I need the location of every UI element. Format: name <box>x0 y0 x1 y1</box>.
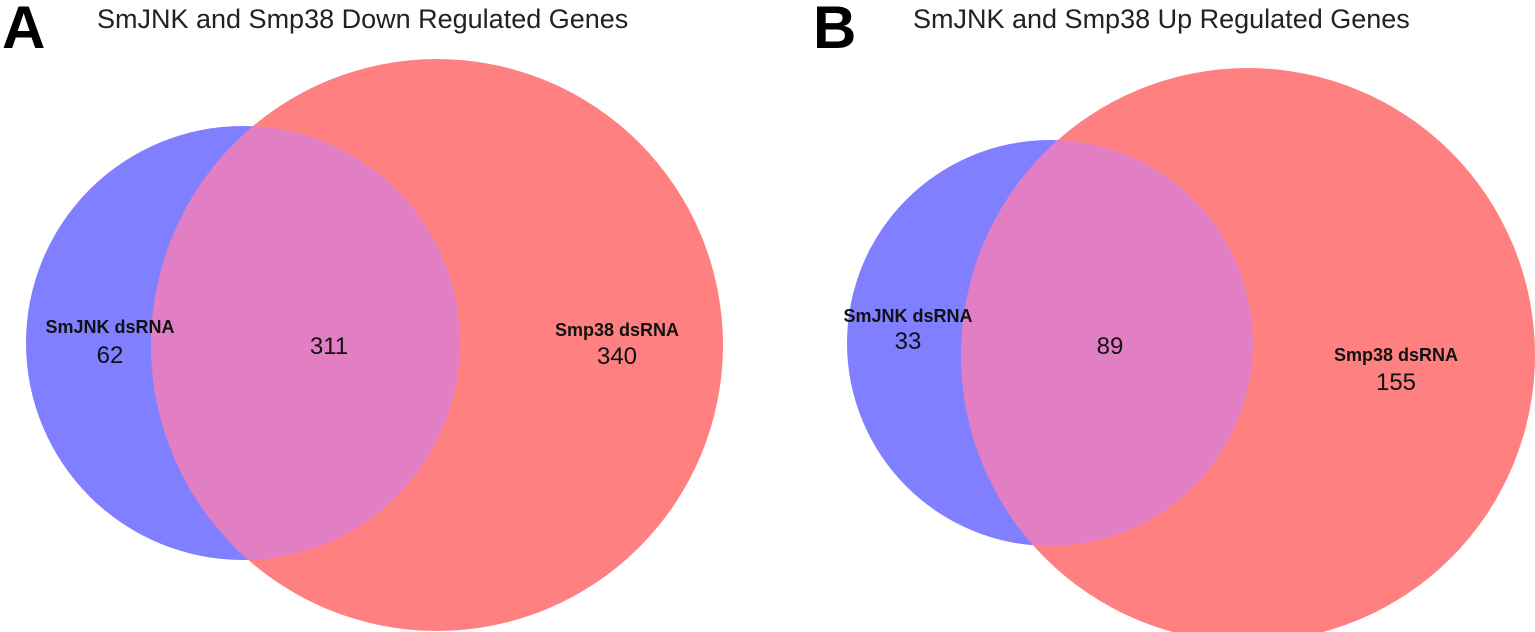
smp38-label-b: Smp38 dsRNA <box>1334 345 1458 365</box>
panel-b-title: SmJNK and Smp38 Up Regulated Genes <box>913 4 1410 34</box>
overlap-count-a: 311 <box>310 333 348 360</box>
panel-a-letter: A <box>2 0 45 61</box>
overlap-region-b <box>961 140 1253 546</box>
panel-a: A SmJNK and Smp38 Down Regulated Genes S… <box>2 0 723 631</box>
smp38-only-count-b: 155 <box>1376 369 1416 396</box>
smp38-only-count-a: 340 <box>597 343 637 370</box>
smjnk-only-count-a: 62 <box>97 342 124 369</box>
smp38-label-a: Smp38 dsRNA <box>555 320 679 340</box>
panel-a-title: SmJNK and Smp38 Down Regulated Genes <box>97 4 628 34</box>
smjnk-label-b: SmJNK dsRNA <box>843 306 972 326</box>
panel-b-letter: B <box>813 0 856 61</box>
overlap-count-b: 89 <box>1097 333 1124 360</box>
panel-b: B SmJNK and Smp38 Up Regulated Genes SmJ… <box>813 0 1535 632</box>
smjnk-label-a: SmJNK dsRNA <box>45 317 174 337</box>
overlap-region-a <box>151 126 460 560</box>
smjnk-only-count-b: 33 <box>895 328 922 355</box>
